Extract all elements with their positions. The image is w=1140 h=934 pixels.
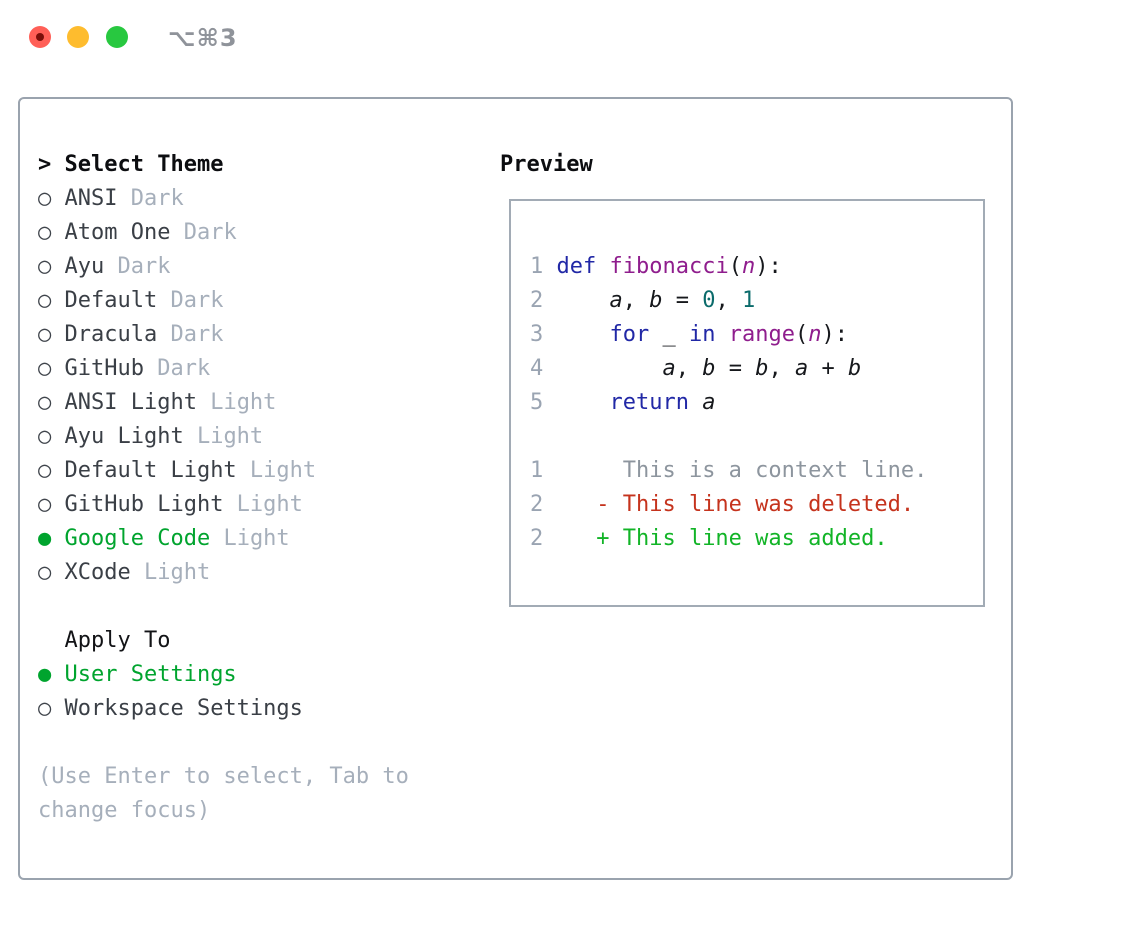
- theme-name: GitHub Light: [51, 492, 224, 517]
- theme-name: ANSI: [51, 186, 118, 211]
- code-preview: 1 def fibonacci(n): 2 a, b = 0, 1 3 for _ …: [530, 250, 927, 556]
- keyboard-hint: (Use Enter to select, Tab to change focu…: [38, 764, 409, 823]
- code-line: 2 a, b = 0, 1: [530, 288, 756, 313]
- radio-icon: ○: [38, 458, 52, 483]
- apply-to-option-label: Workspace Settings: [51, 696, 303, 721]
- radio-icon: ○: [38, 424, 52, 449]
- diff-text: - This line was deleted.: [543, 492, 915, 517]
- radio-icon: ○: [38, 390, 52, 415]
- code-line: 5 return a: [530, 390, 716, 415]
- line-number: 1: [530, 458, 544, 483]
- theme-variant: Dark: [157, 322, 224, 347]
- theme-variant: Light: [196, 390, 277, 415]
- theme-variant: Light: [130, 560, 211, 585]
- code-line: 1 def fibonacci(n):: [530, 254, 782, 279]
- preview-label: Preview: [500, 152, 593, 177]
- theme-option[interactable]: ○ ANSI Dark: [38, 182, 316, 216]
- theme-name: Dracula: [51, 322, 158, 347]
- theme-name: Ayu: [51, 254, 105, 279]
- apply-to-option[interactable]: ● User Settings: [38, 658, 303, 692]
- theme-name: Ayu Light: [51, 424, 184, 449]
- radio-icon: ○: [38, 356, 52, 381]
- diff-line-added: 2 + This line was added.: [530, 522, 927, 556]
- window-title: ⌥⌘3: [168, 24, 238, 52]
- radio-icon: ○: [38, 220, 52, 245]
- theme-name: Google Code: [51, 526, 211, 551]
- theme-name: XCode: [51, 560, 131, 585]
- theme-variant: Dark: [104, 254, 171, 279]
- theme-option[interactable]: ○ GitHub Dark: [38, 352, 316, 386]
- code-line: 4 a, b = b, a + b: [530, 356, 862, 381]
- line-number: 4: [530, 356, 557, 381]
- diff-line-deleted: 2 - This line was deleted.: [530, 488, 927, 522]
- radio-icon: ○: [38, 322, 52, 347]
- radio-icon: ○: [38, 288, 52, 313]
- apply-to-label: Apply To: [64, 628, 171, 653]
- select-theme-header: > Select Theme: [38, 148, 316, 182]
- theme-variant: Light: [223, 492, 303, 517]
- minimize-button[interactable]: [67, 26, 89, 48]
- select-theme-label: Select Theme: [64, 152, 224, 177]
- preview-pane: 1 def fibonacci(n): 2 a, b = 0, 1 3 for _ …: [509, 199, 985, 607]
- theme-variant: Dark: [170, 220, 237, 245]
- theme-name: Default Light: [51, 458, 237, 483]
- radio-icon: ○: [38, 186, 52, 211]
- code-line: 3 for _ in range(n):: [530, 322, 848, 347]
- selected-radio-icon: ●: [38, 662, 52, 687]
- theme-selector-panel: > Select Theme ○ ANSI Dark○ Atom One Dar…: [18, 97, 1013, 880]
- zoom-button[interactable]: [106, 26, 128, 48]
- line-number: 3: [530, 322, 557, 347]
- selected-radio-icon: ●: [38, 526, 52, 551]
- theme-variant: Light: [236, 458, 317, 483]
- theme-name: ANSI Light: [51, 390, 197, 415]
- apply-to-section: Apply To ● User Settings○ Workspace Sett…: [38, 624, 303, 726]
- theme-variant: Dark: [117, 186, 184, 211]
- line-number: 2: [530, 288, 557, 313]
- line-number: 2: [530, 526, 544, 551]
- close-button[interactable]: [29, 26, 51, 48]
- cursor-arrow-icon: >: [38, 152, 52, 177]
- diff-text: This is a context line.: [543, 458, 928, 483]
- theme-option[interactable]: ○ ANSI Light Light: [38, 386, 316, 420]
- radio-icon: ○: [38, 254, 52, 279]
- theme-variant: Dark: [143, 356, 211, 381]
- theme-name: GitHub: [51, 356, 144, 381]
- titlebar: ⌥⌘3: [0, 0, 1140, 72]
- diff-line-context: 1 This is a context line.: [530, 454, 927, 488]
- radio-icon: ○: [38, 696, 52, 721]
- theme-option[interactable]: ○ Default Dark: [38, 284, 316, 318]
- theme-option[interactable]: ○ Ayu Dark: [38, 250, 316, 284]
- theme-option[interactable]: ○ Ayu Light Light: [38, 420, 316, 454]
- theme-variant: Light: [210, 526, 290, 551]
- apply-to-option[interactable]: ○ Workspace Settings: [38, 692, 303, 726]
- line-number: 2: [530, 492, 544, 517]
- theme-variant: Light: [183, 424, 264, 449]
- theme-option[interactable]: ○ Dracula Dark: [38, 318, 316, 352]
- radio-icon: ○: [38, 492, 52, 517]
- blank-line: [530, 420, 927, 454]
- line-number: 1: [530, 254, 557, 279]
- theme-option[interactable]: ○ Default Light Light: [38, 454, 316, 488]
- theme-name: Default: [51, 288, 158, 313]
- diff-text: + This line was added.: [543, 526, 888, 551]
- theme-option[interactable]: ● Google Code Light: [38, 522, 316, 556]
- apply-to-option-label: User Settings: [51, 662, 237, 687]
- line-number: 5: [530, 390, 557, 415]
- theme-name: Atom One: [51, 220, 171, 245]
- radio-icon: ○: [38, 560, 52, 585]
- theme-list: > Select Theme ○ ANSI Dark○ Atom One Dar…: [38, 148, 316, 590]
- theme-variant: Dark: [157, 288, 224, 313]
- theme-option[interactable]: ○ XCode Light: [38, 556, 316, 590]
- theme-option[interactable]: ○ GitHub Light Light: [38, 488, 316, 522]
- theme-option[interactable]: ○ Atom One Dark: [38, 216, 316, 250]
